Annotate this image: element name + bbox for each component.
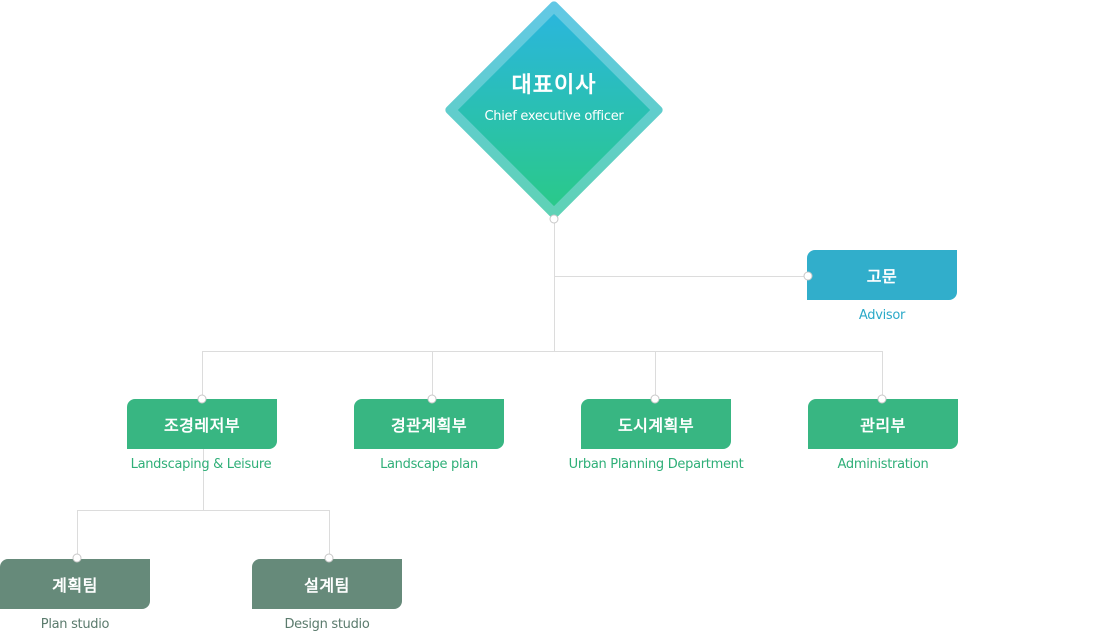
connector-dot-dept2 — [427, 394, 437, 404]
department-box-urban-planning: 도시계획부 — [581, 399, 731, 449]
advisor-box: 고문 — [807, 250, 957, 300]
ceo-title-ko: 대표이사 — [511, 72, 597, 98]
ceo-title-en: Chief executive officer — [484, 108, 624, 124]
connector-advisor-horizontal — [554, 276, 808, 277]
connector-departments-horizontal — [202, 351, 883, 352]
connector-dot-team2 — [324, 553, 334, 563]
connector-team2-vertical — [329, 510, 330, 559]
department-title-ko: 조경레저부 — [163, 416, 241, 435]
team-title-ko: 계획팀 — [52, 576, 98, 595]
connector-dot-advisor — [803, 271, 813, 281]
ceo-text: 대표이사 Chief executive officer — [444, 0, 664, 220]
advisor-title-ko: 고문 — [866, 267, 898, 286]
connector-dept4-vertical — [882, 351, 883, 400]
department-title-ko: 관리부 — [860, 416, 906, 435]
connector-dot-team1 — [72, 553, 82, 563]
connector-dot-dept3 — [650, 394, 660, 404]
connector-dot-dept1 — [197, 394, 207, 404]
team-box-design-studio: 설계팀 — [252, 559, 402, 609]
department-title-en: Administration — [837, 457, 929, 472]
connector-dept1-vertical — [202, 351, 203, 400]
department-box-landscaping-leisure: 조경레저부 — [127, 399, 277, 449]
connector-dept2-vertical — [432, 351, 433, 400]
connector-dept3-vertical — [655, 351, 656, 400]
connector-dot-dept4 — [877, 394, 887, 404]
team-title-ko: 설계팀 — [304, 576, 350, 595]
department-box-administration: 관리부 — [808, 399, 958, 449]
ceo-node: 대표이사 Chief executive officer — [443, 0, 665, 221]
advisor-title-en: Advisor — [858, 308, 906, 323]
department-title-en: Urban Planning Department — [568, 457, 744, 472]
team-box-plan-studio: 계획팀 — [0, 559, 150, 609]
department-title-ko: 도시계획부 — [617, 416, 695, 435]
team-title-en: Plan studio — [40, 617, 110, 632]
team-title-en: Design studio — [284, 617, 370, 632]
connector-ceo-vertical — [554, 219, 555, 351]
department-title-ko: 경관계획부 — [390, 416, 468, 435]
department-title-en: Landscape plan — [380, 457, 478, 472]
connector-team1-vertical — [77, 510, 78, 559]
connector-dept1-down — [203, 449, 204, 511]
connector-dot-ceo — [549, 214, 559, 224]
department-box-landscape-plan: 경관계획부 — [354, 399, 504, 449]
department-title-en: Landscaping & Leisure — [130, 457, 272, 472]
connector-teams-horizontal — [77, 510, 330, 511]
